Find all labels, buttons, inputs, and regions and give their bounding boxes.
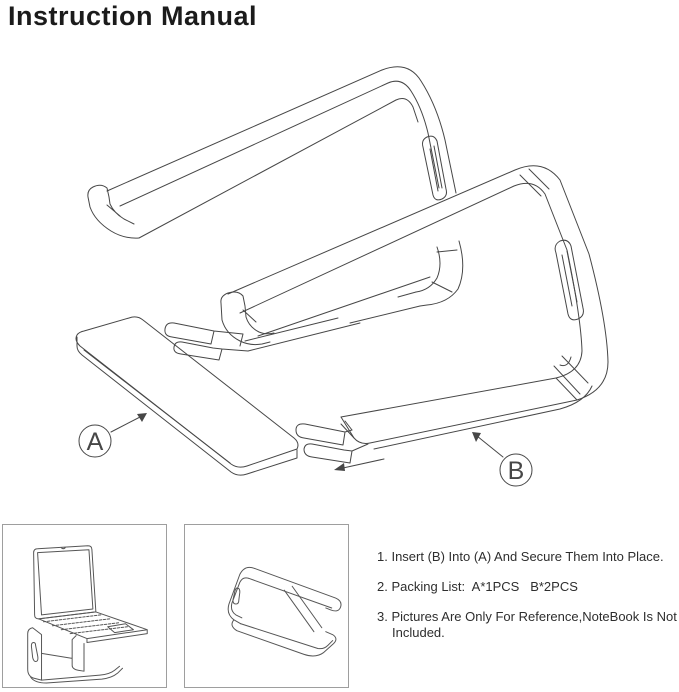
label-b-arrowhead xyxy=(472,432,481,442)
diagram-annotations: A B xyxy=(78,413,533,487)
label-b-text: B xyxy=(508,457,525,485)
part-a-plate-drawing xyxy=(75,316,299,476)
instruction-step-1: 1. Insert (B) Into (A) And Secure Them I… xyxy=(377,549,664,564)
insert-direction-arrow xyxy=(334,458,385,471)
thumbnail-laptop-on-stand xyxy=(2,524,167,688)
label-part-a: A xyxy=(78,413,147,458)
part-b-front-bracket-drawing xyxy=(220,165,609,464)
label-a-arrowhead xyxy=(137,413,147,422)
instruction-list: 1. Insert (B) Into (A) And Secure Them I… xyxy=(377,549,677,655)
instruction-step-3: 3. Pictures Are Only For Reference,NoteB… xyxy=(377,609,677,640)
stand-only-drawing xyxy=(227,566,342,657)
label-a-circle xyxy=(78,424,112,458)
instruction-step-2: 2. Packing List: A*1PCS B*2PCS xyxy=(377,579,578,594)
part-b-rear-bracket-drawing xyxy=(87,66,464,361)
label-a-leader-line xyxy=(110,415,143,433)
laptop-on-stand-drawing xyxy=(27,545,148,684)
label-part-b: B xyxy=(472,432,533,487)
label-a-text: A xyxy=(87,428,104,456)
label-b-circle xyxy=(499,453,533,487)
label-b-leader-line xyxy=(476,435,504,458)
page-title: Instruction Manual xyxy=(8,1,258,31)
thumbnail-stand-only xyxy=(184,524,349,688)
